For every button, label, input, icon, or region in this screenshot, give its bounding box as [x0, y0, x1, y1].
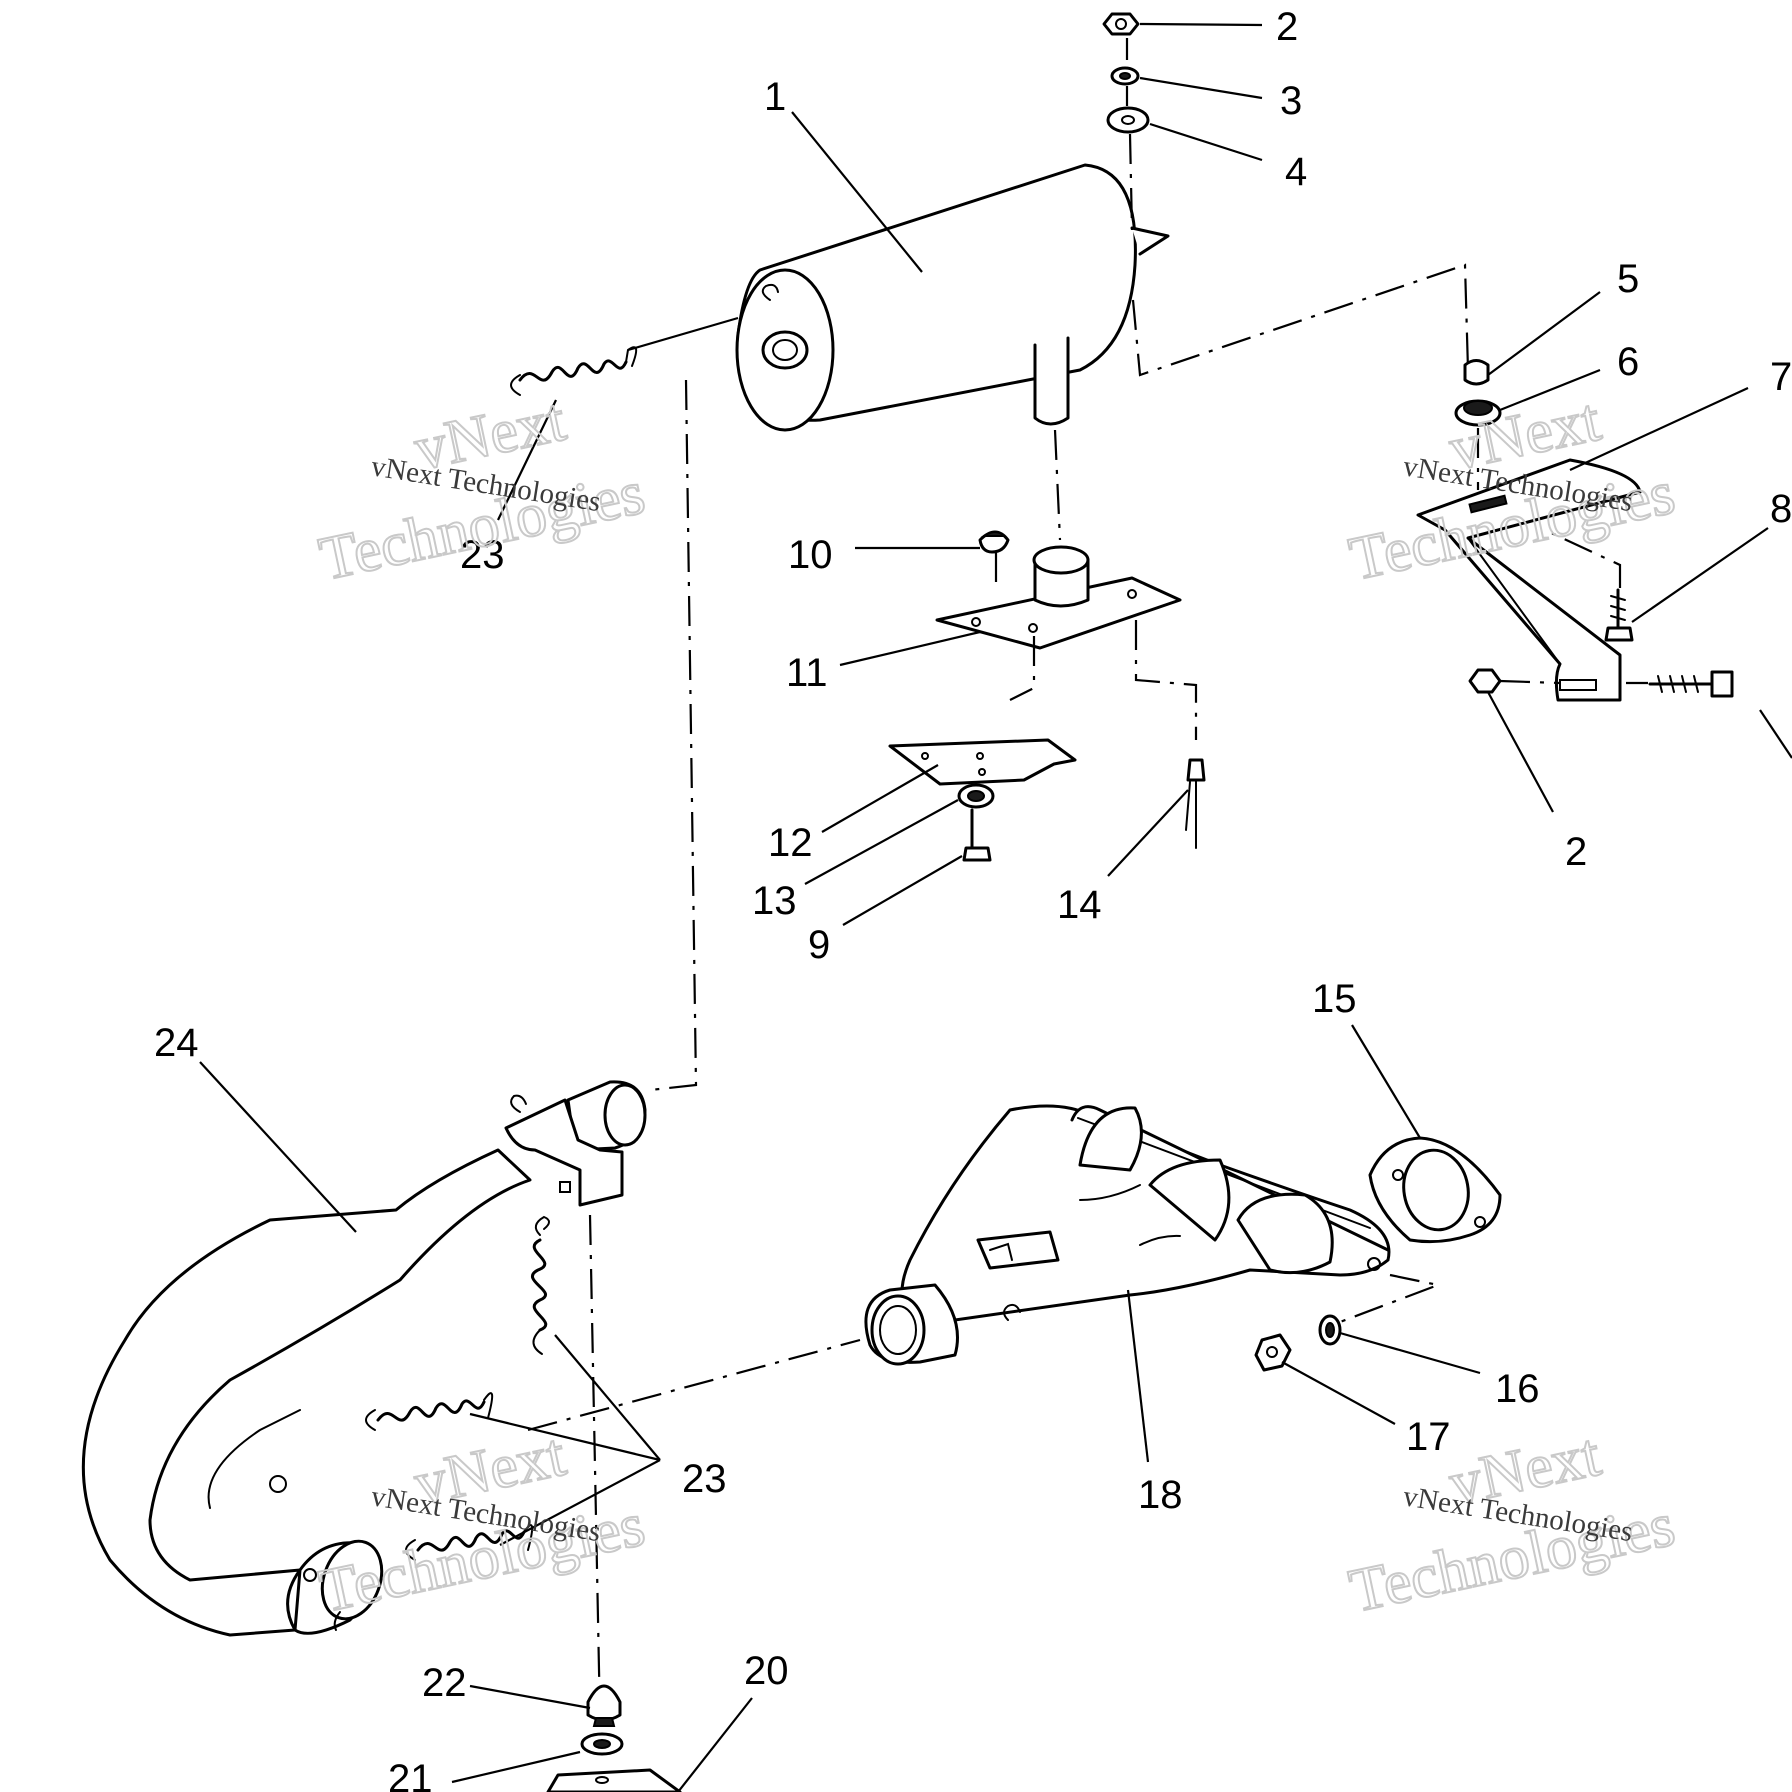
washer-part-4 — [1106, 106, 1150, 134]
callout-2-top: 2 — [1276, 5, 1298, 49]
callout-15: 15 — [1312, 977, 1357, 1021]
callout-2-right: 2 — [1565, 830, 1587, 874]
nut-part-2-top — [1102, 12, 1140, 36]
callout-11: 11 — [786, 651, 828, 695]
spring-part-23-upper — [510, 316, 739, 396]
callout-labels: 1 2 3 4 5 6 7 8 2 10 11 12 13 9 14 15 16… — [154, 5, 1792, 1792]
callout-23-upper: 23 — [460, 533, 505, 577]
nut-part-2-right — [1468, 668, 1502, 694]
spring-part-23-lower-b — [405, 1524, 534, 1561]
mounting-plate-part-11 — [935, 545, 1182, 650]
manifold-part-18 — [864, 1104, 1391, 1366]
bumper-part-22 — [586, 1684, 622, 1727]
callout-16: 16 — [1495, 1367, 1540, 1411]
callout-10: 10 — [788, 533, 833, 577]
bracket-part-7 — [1416, 458, 1642, 702]
bracket-plate-part-12 — [888, 738, 1077, 786]
leader-lines — [199, 22, 1792, 1792]
spacer-part-5 — [1463, 359, 1490, 386]
callout-8: 8 — [1770, 487, 1792, 531]
callout-21: 21 — [388, 1757, 433, 1792]
washer-part-13 — [957, 783, 995, 809]
watermark-bottom-right: vNext Technologies vNext Technologies — [1343, 1420, 1682, 1627]
callout-1: 1 — [764, 75, 786, 119]
callout-7: 7 — [1770, 355, 1792, 399]
callout-13: 13 — [752, 879, 797, 923]
callout-9: 9 — [808, 923, 830, 967]
bolt-part-8-horizontal — [1648, 670, 1734, 698]
cap-part-10 — [978, 530, 1010, 554]
callout-5: 5 — [1617, 257, 1639, 301]
callout-18: 18 — [1138, 1473, 1183, 1517]
callout-14: 14 — [1057, 883, 1102, 927]
callout-12: 12 — [768, 821, 813, 865]
spring-part-23-lower-a — [365, 1392, 494, 1431]
callout-23-lower: 23 — [682, 1457, 727, 1501]
callout-6: 6 — [1617, 340, 1639, 384]
callout-17: 17 — [1406, 1415, 1451, 1459]
spring-part-23-vertical — [530, 1215, 550, 1355]
grommet-part-6 — [1454, 399, 1502, 427]
muffler-part-1 — [735, 163, 1170, 432]
callout-3: 3 — [1280, 79, 1302, 123]
pin-part-14 — [1185, 758, 1206, 849]
nut-part-17 — [1254, 1333, 1292, 1372]
gasket-part-15 — [1368, 1136, 1502, 1244]
callout-20: 20 — [744, 1649, 789, 1693]
washer-part-21 — [580, 1732, 624, 1756]
exhaust-pipe-part-24 — [81, 1080, 647, 1637]
washer-part-16 — [1318, 1314, 1342, 1346]
mount-plate-part-20 — [546, 1768, 682, 1792]
callout-22: 22 — [422, 1661, 467, 1705]
watermark-bottom-left: vNext Technologies vNext Technologies — [313, 1420, 652, 1627]
watermark-top-right: vNext Technologies vNext Technologies — [1343, 385, 1682, 595]
callout-4: 4 — [1285, 150, 1307, 194]
screw-part-9 — [962, 808, 992, 862]
callout-24: 24 — [154, 1021, 199, 1065]
lockwasher-part-3 — [1110, 66, 1140, 86]
bolt-part-8 — [1604, 588, 1634, 642]
